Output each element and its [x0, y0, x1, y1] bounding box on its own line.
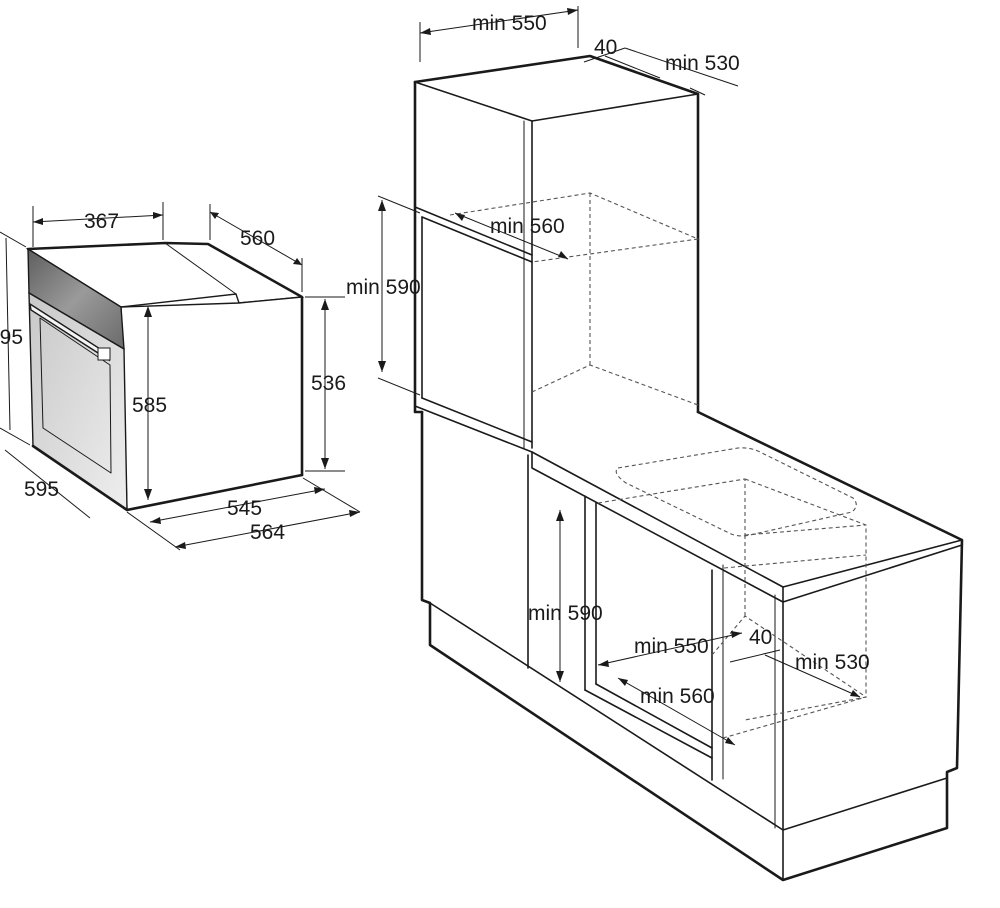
oven-drawing	[25, 241, 305, 512]
label-under-min590: min 590	[528, 602, 603, 625]
dimension-labels: 367 560 595 595 585 536 545 564 min 550 …	[0, 12, 870, 708]
label-tall-min530: min 530	[665, 52, 740, 75]
label-oven-564: 564	[250, 521, 285, 544]
label-under-40: 40	[749, 626, 772, 649]
label-oven-595-height: 595	[0, 326, 23, 349]
label-tall-min560: min 560	[490, 215, 565, 238]
label-under-min560: min 560	[640, 685, 715, 708]
label-oven-545: 545	[227, 497, 262, 520]
oven-dimensions	[0, 202, 361, 551]
label-under-min530: min 530	[795, 651, 870, 674]
label-oven-367: 367	[84, 210, 119, 233]
label-oven-595-width: 595	[24, 478, 59, 501]
label-under-min550: min 550	[634, 635, 709, 658]
label-oven-560: 560	[240, 227, 275, 250]
label-oven-585: 585	[132, 394, 167, 417]
label-tall-min590: min 590	[346, 276, 421, 299]
cabinet-drawing	[413, 54, 964, 882]
label-oven-536: 536	[311, 372, 346, 395]
cabinet-dimensions	[377, 6, 861, 746]
label-tall-40: 40	[594, 36, 617, 59]
label-tall-min550: min 550	[472, 12, 547, 35]
oven-window	[39, 317, 112, 474]
